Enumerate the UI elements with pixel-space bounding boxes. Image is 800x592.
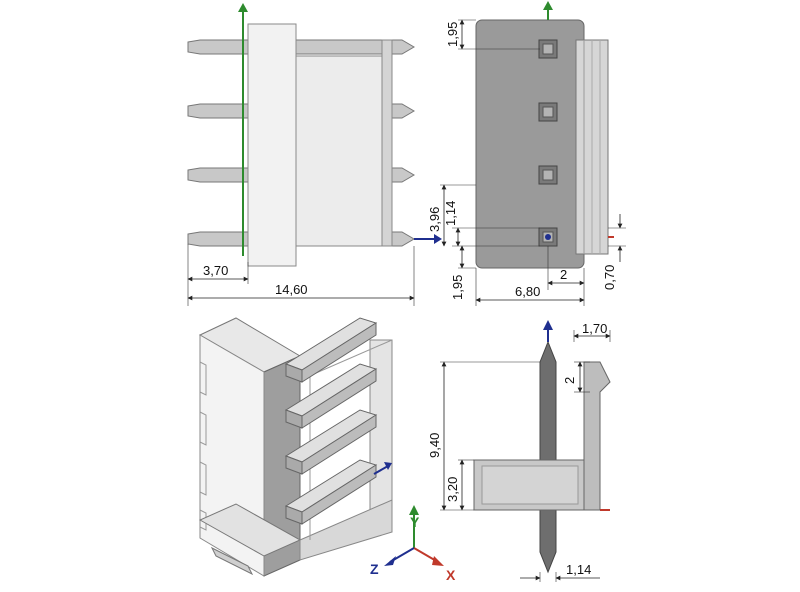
profile-pin	[539, 340, 557, 574]
axis-triad: Y X Z	[370, 505, 456, 583]
front-rear-wall	[381, 39, 393, 247]
dim-side-thickness: 0,70	[602, 265, 617, 290]
triad-y-label: Y	[410, 514, 420, 530]
dim-side-width: 6,80	[515, 284, 540, 299]
side-body	[475, 19, 585, 269]
front-rear-frame	[295, 55, 391, 247]
triad-z-arrow-icon	[384, 556, 396, 566]
dim-profile-two: 2	[562, 377, 577, 384]
isometric-pins	[284, 317, 378, 525]
dim-front-length: 14,60	[275, 282, 308, 297]
dim-front-pin-offset: 3,70	[203, 263, 228, 278]
profile-view: 1,70 2 9,40 3,20 1,14	[427, 320, 611, 582]
triad-x-arrow-icon	[432, 556, 444, 566]
triad-y-arrow-icon	[409, 505, 419, 515]
front-view: 3,70 14,60	[187, 3, 442, 306]
triad-x-label: X	[446, 567, 456, 583]
front-housing	[247, 23, 297, 267]
profile-latch	[583, 361, 611, 511]
iso-z-arrow-icon	[384, 462, 392, 470]
front-x-arrow-icon	[434, 234, 442, 244]
dim-profile-base: 3,20	[445, 477, 460, 502]
dim-side-top: 1,95	[445, 22, 460, 47]
profile-z-arrow-icon	[543, 320, 553, 330]
side-origin-marker	[545, 234, 551, 240]
dim-side-pitch: 3,96	[427, 207, 442, 232]
dim-side-two: 2	[560, 267, 567, 282]
isometric-view	[198, 317, 393, 577]
dim-profile-top: 1,70	[582, 321, 607, 336]
side-y-arrow-icon	[543, 1, 553, 10]
side-view: 1,95 3,96 1,14 1,95 2 6,80 0,70	[427, 1, 626, 306]
dim-profile-pin: 1,14	[566, 562, 591, 577]
dim-profile-height: 9,40	[427, 433, 442, 458]
dim-side-bottom: 1,95	[450, 275, 465, 300]
triad-z-label: Z	[370, 561, 379, 577]
front-y-arrow-icon	[238, 3, 248, 12]
dim-side-pin-width: 1,14	[443, 201, 458, 226]
